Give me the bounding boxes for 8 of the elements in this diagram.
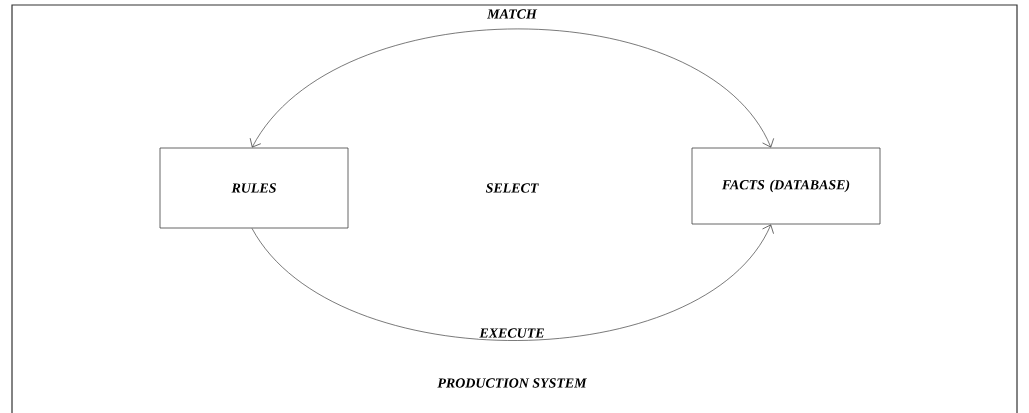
edge-label: MATCH (486, 8, 538, 20)
step-label: SELECT (485, 183, 539, 193)
curved-arrow (251, 224, 774, 341)
curved-arrow (249, 28, 775, 148)
caption: PRODUCTION SYSTEM (437, 378, 587, 388)
box: FACTS (DATABASE) (691, 147, 881, 225)
edge-label: EXECUTE (478, 327, 546, 339)
box: RULES (159, 147, 349, 229)
